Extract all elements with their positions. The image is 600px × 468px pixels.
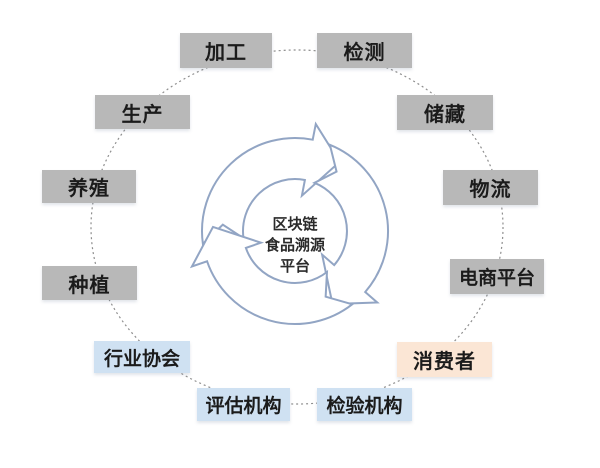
center-label-line3: 平台 bbox=[279, 258, 310, 275]
center-label-line1: 区块链 bbox=[272, 216, 318, 233]
node-breeding: 养殖 bbox=[42, 170, 136, 203]
node-logistics: 物流 bbox=[443, 170, 538, 205]
node-assessment-agency: 评估机构 bbox=[197, 388, 290, 421]
cycle-arrows-icon bbox=[189, 121, 389, 325]
node-ecommerce-platform: 电商平台 bbox=[450, 259, 544, 294]
node-testing: 检测 bbox=[317, 33, 412, 68]
node-industry-association: 行业协会 bbox=[94, 341, 190, 373]
node-inspection-agency: 检验机构 bbox=[317, 388, 412, 421]
center-platform-label: 区块链 食品溯源 平台 bbox=[235, 214, 355, 277]
node-production: 生产 bbox=[95, 95, 190, 129]
node-processing: 加工 bbox=[180, 33, 272, 68]
center-label-line2: 食品溯源 bbox=[264, 237, 325, 254]
node-planting: 种植 bbox=[42, 266, 137, 300]
node-storage: 储藏 bbox=[397, 95, 493, 130]
node-consumer: 消费者 bbox=[397, 342, 492, 377]
